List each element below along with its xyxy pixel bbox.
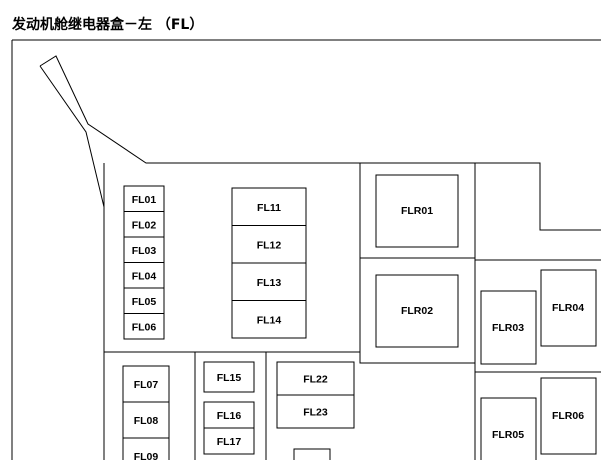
housing-outline	[103, 162, 601, 460]
relay-label: FLR06	[552, 410, 584, 422]
fuse-FL09: FL09	[122, 437, 170, 460]
fuse-label: FL12	[257, 239, 282, 251]
fuse-FL23: FL23	[276, 394, 355, 429]
fuse-FL13: FL13	[231, 262, 307, 301]
fuse-label: FL03	[132, 245, 157, 257]
diagonal-strip	[39, 55, 361, 208]
fuse-label: FL06	[132, 321, 157, 333]
relay-FLR04: FLR04	[540, 269, 597, 347]
relay-label: FLR05	[492, 429, 524, 441]
relay-FLR06: FLR06	[540, 377, 597, 455]
relay-FLR02: FLR02	[375, 274, 459, 348]
fuse-label: FL09	[134, 451, 159, 460]
fuse-label: FL16	[217, 410, 242, 422]
relay-FLR01: FLR01	[375, 174, 459, 248]
fuse-label: FL07	[134, 379, 159, 391]
fuse-FL22: FL22	[276, 361, 355, 396]
fuse-label: FL15	[217, 372, 242, 384]
fuse-FL08: FL08	[122, 401, 170, 439]
fuse-label: FL17	[217, 436, 242, 448]
fuse-FL07: FL07	[122, 365, 170, 403]
fuse-FL06: FL06	[123, 313, 165, 340]
relay-label: FLR01	[401, 205, 433, 217]
fuse-FL17: FL17	[203, 427, 255, 455]
fuse-label: FL14	[257, 314, 282, 326]
fuse-label: FL23	[303, 407, 328, 419]
fuse-label: FL22	[303, 374, 328, 386]
diagram-title: 发动机舱继电器盒－左 （FL）	[12, 17, 204, 33]
fuse-FL12: FL12	[231, 225, 307, 264]
fuse-label: FL01	[132, 194, 157, 206]
fuse-label: FL11	[257, 202, 281, 214]
fuse-label: FL02	[132, 219, 157, 231]
fuse-FL11: FL11	[231, 187, 307, 226]
partial-fuse-slot	[293, 448, 331, 460]
fuse-label: FL04	[132, 270, 157, 282]
fuse-FL01: FL01	[123, 185, 165, 212]
relay-FLR03: FLR03	[480, 290, 537, 365]
fuse-FL15: FL15	[203, 361, 255, 393]
fuse-label: FL05	[132, 296, 157, 308]
fuse-FL02: FL02	[123, 211, 165, 238]
relay-label: FLR02	[401, 305, 433, 317]
relay-label: FLR04	[552, 302, 584, 314]
fuse-label: FL08	[134, 415, 159, 427]
fuse-label: FL13	[257, 277, 282, 289]
fuse-FL03: FL03	[123, 236, 165, 263]
relay-label: FLR03	[492, 322, 524, 334]
fuse-FL04: FL04	[123, 262, 165, 289]
fuse-FL14: FL14	[231, 300, 307, 339]
relay-FLR05: FLR05	[480, 397, 537, 460]
fuse-FL16: FL16	[203, 401, 255, 429]
fuse-FL05: FL05	[123, 287, 165, 314]
outer-frame	[11, 39, 601, 460]
